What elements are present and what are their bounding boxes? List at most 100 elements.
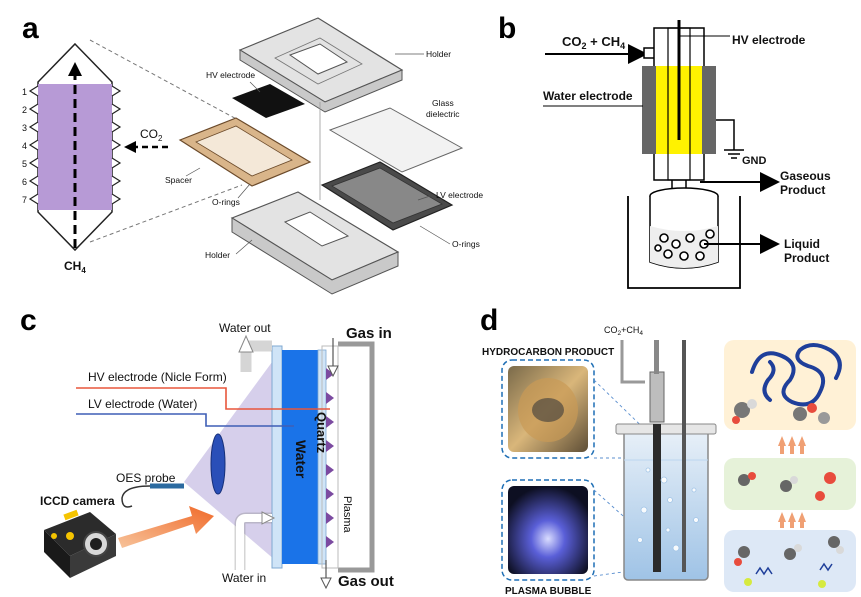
panel-letter-c: c	[20, 304, 37, 337]
arrow-head-icon	[238, 334, 254, 353]
reactant-molecules	[734, 536, 844, 588]
gaseous-label-1: Gaseous	[780, 169, 831, 183]
lv-electrode-label: LV electrode (Water)	[88, 397, 197, 411]
part-labels: Holder HV electrode Glass dielectric Spa…	[165, 49, 483, 260]
glass-dielectric-plate	[328, 107, 464, 173]
outer-wall	[271, 345, 283, 569]
beaker	[623, 429, 709, 581]
lv-electrode-wire	[76, 413, 294, 427]
holder-top	[238, 17, 404, 113]
channel-number: 2	[22, 105, 27, 115]
hv-electrode-wire	[76, 387, 330, 410]
label-spacer: Spacer	[165, 175, 192, 185]
label-lv-electrode: LV electrode	[436, 190, 483, 200]
gas-loop-pipe	[338, 341, 375, 573]
hydrocarbon-product-label: HYDROCARBON PRODUCT	[482, 347, 614, 358]
label-o-rings-2: O-rings	[452, 239, 480, 249]
panel-c: c Gas in Gas out Water out Water in	[20, 304, 394, 590]
iccd-camera-icon	[44, 509, 116, 578]
water-vertical-label: Water	[293, 440, 309, 479]
ground-icon	[724, 149, 744, 159]
feed-line	[620, 340, 645, 384]
gnd-label: GND	[742, 155, 767, 167]
quartz-vertical-label: Quartz	[314, 412, 329, 454]
co2-label: CO2	[140, 127, 163, 143]
arrow-head-icon	[320, 577, 332, 590]
holder-bottom	[230, 191, 400, 295]
gas-bubbles	[637, 467, 699, 552]
product-molecules	[732, 399, 830, 424]
hv-electrode-label: HV electrode	[732, 33, 806, 47]
channel-number: 3	[22, 123, 27, 133]
electrode-teeth-right	[111, 85, 122, 205]
label-holder-bottom: Holder	[205, 250, 230, 260]
label-dielectric: dielectric	[426, 109, 460, 119]
panel-letter-d: d	[480, 304, 498, 337]
label-holder-top: Holder	[426, 49, 451, 59]
liquid-label-1: Liquid	[784, 237, 820, 251]
water-in-label: Water in	[222, 571, 266, 585]
channel-number: 4	[22, 141, 27, 151]
water-electrode-right	[702, 66, 716, 154]
ground-wire	[716, 119, 735, 150]
beaker-lid	[615, 423, 717, 435]
zoom-leader-line	[89, 184, 243, 243]
focusing-lens	[210, 433, 226, 495]
electrode-holder	[649, 371, 665, 423]
gas-in-label: Gas in	[346, 325, 392, 342]
hv-electrode-label: HV electrode (Nicle Form)	[88, 370, 227, 384]
ch4-label: CH4	[64, 259, 86, 275]
plasma-bubble-photo-frame	[501, 479, 595, 581]
channel-number: 1	[22, 87, 27, 97]
channel-numbers: 1 2 3 4 5 6 7	[22, 87, 27, 205]
water-electrode-left	[642, 66, 656, 154]
arrow-head-icon	[68, 62, 82, 76]
zoom-leader-line	[89, 39, 243, 123]
spacer	[178, 117, 312, 187]
outer-bath	[627, 196, 741, 289]
lv-electrode	[320, 161, 454, 231]
electrode-rod-top	[654, 340, 659, 374]
panel-a: a 1 2 3 4 5 6 7 CO2 CH	[22, 12, 483, 295]
feed-gas-label: CO2 + CH4	[562, 34, 625, 51]
ground-electrode-rod	[682, 340, 686, 572]
gaseous-label-2: Product	[780, 183, 825, 197]
oes-fiber-cable	[121, 485, 151, 508]
polymer-chain	[750, 343, 842, 407]
water-electrode-label: Water electrode	[543, 89, 633, 103]
channel-number: 7	[22, 195, 27, 205]
arrow-head-icon	[327, 365, 339, 378]
panel-d: d CO2+CH4 HYDROCARBON PRODUCT PLASMA BUB…	[480, 304, 856, 597]
upward-arrows-2	[778, 512, 806, 528]
plasma-vertical-label: Plasma	[341, 496, 353, 534]
channel-number: 6	[22, 177, 27, 187]
hv-electrode-rod	[653, 424, 661, 572]
gas-out-label: Gas out	[338, 573, 394, 590]
panel-letter-b: b	[498, 12, 516, 45]
upward-arrows-1	[778, 436, 806, 454]
label-hv-electrode: HV electrode	[206, 70, 255, 80]
liquid-label-2: Product	[784, 251, 829, 265]
feed-gas-label-d: CO2+CH4	[604, 325, 643, 337]
water-channel	[282, 350, 318, 564]
panel-b: b CO2 + CH4 HV electrode Water electrode…	[498, 12, 831, 289]
hydrocarbon-photo-frame	[501, 359, 595, 459]
electrode-teeth-left	[28, 85, 39, 205]
panel-letter-a: a	[22, 12, 39, 45]
channel-number: 5	[22, 159, 27, 169]
arrow-head-icon	[261, 511, 276, 525]
plasma-discharge-teeth	[326, 368, 334, 548]
label-glass: Glass	[432, 98, 454, 108]
plasma-bubble-photo	[508, 486, 588, 574]
iccd-camera-label: ICCD camera	[40, 494, 115, 508]
plasma-bubble-label: PLASMA BUBBLE	[505, 586, 592, 597]
intermediate-molecules	[738, 472, 836, 501]
hv-electrode-plate	[232, 84, 305, 118]
arrow-head-icon	[124, 141, 136, 153]
water-out-label: Water out	[219, 321, 271, 335]
oes-probe-label: OES probe	[116, 471, 176, 485]
camera-view-arrow	[118, 506, 214, 548]
label-o-rings-1: O-rings	[212, 197, 240, 207]
gas-gap	[321, 345, 339, 569]
